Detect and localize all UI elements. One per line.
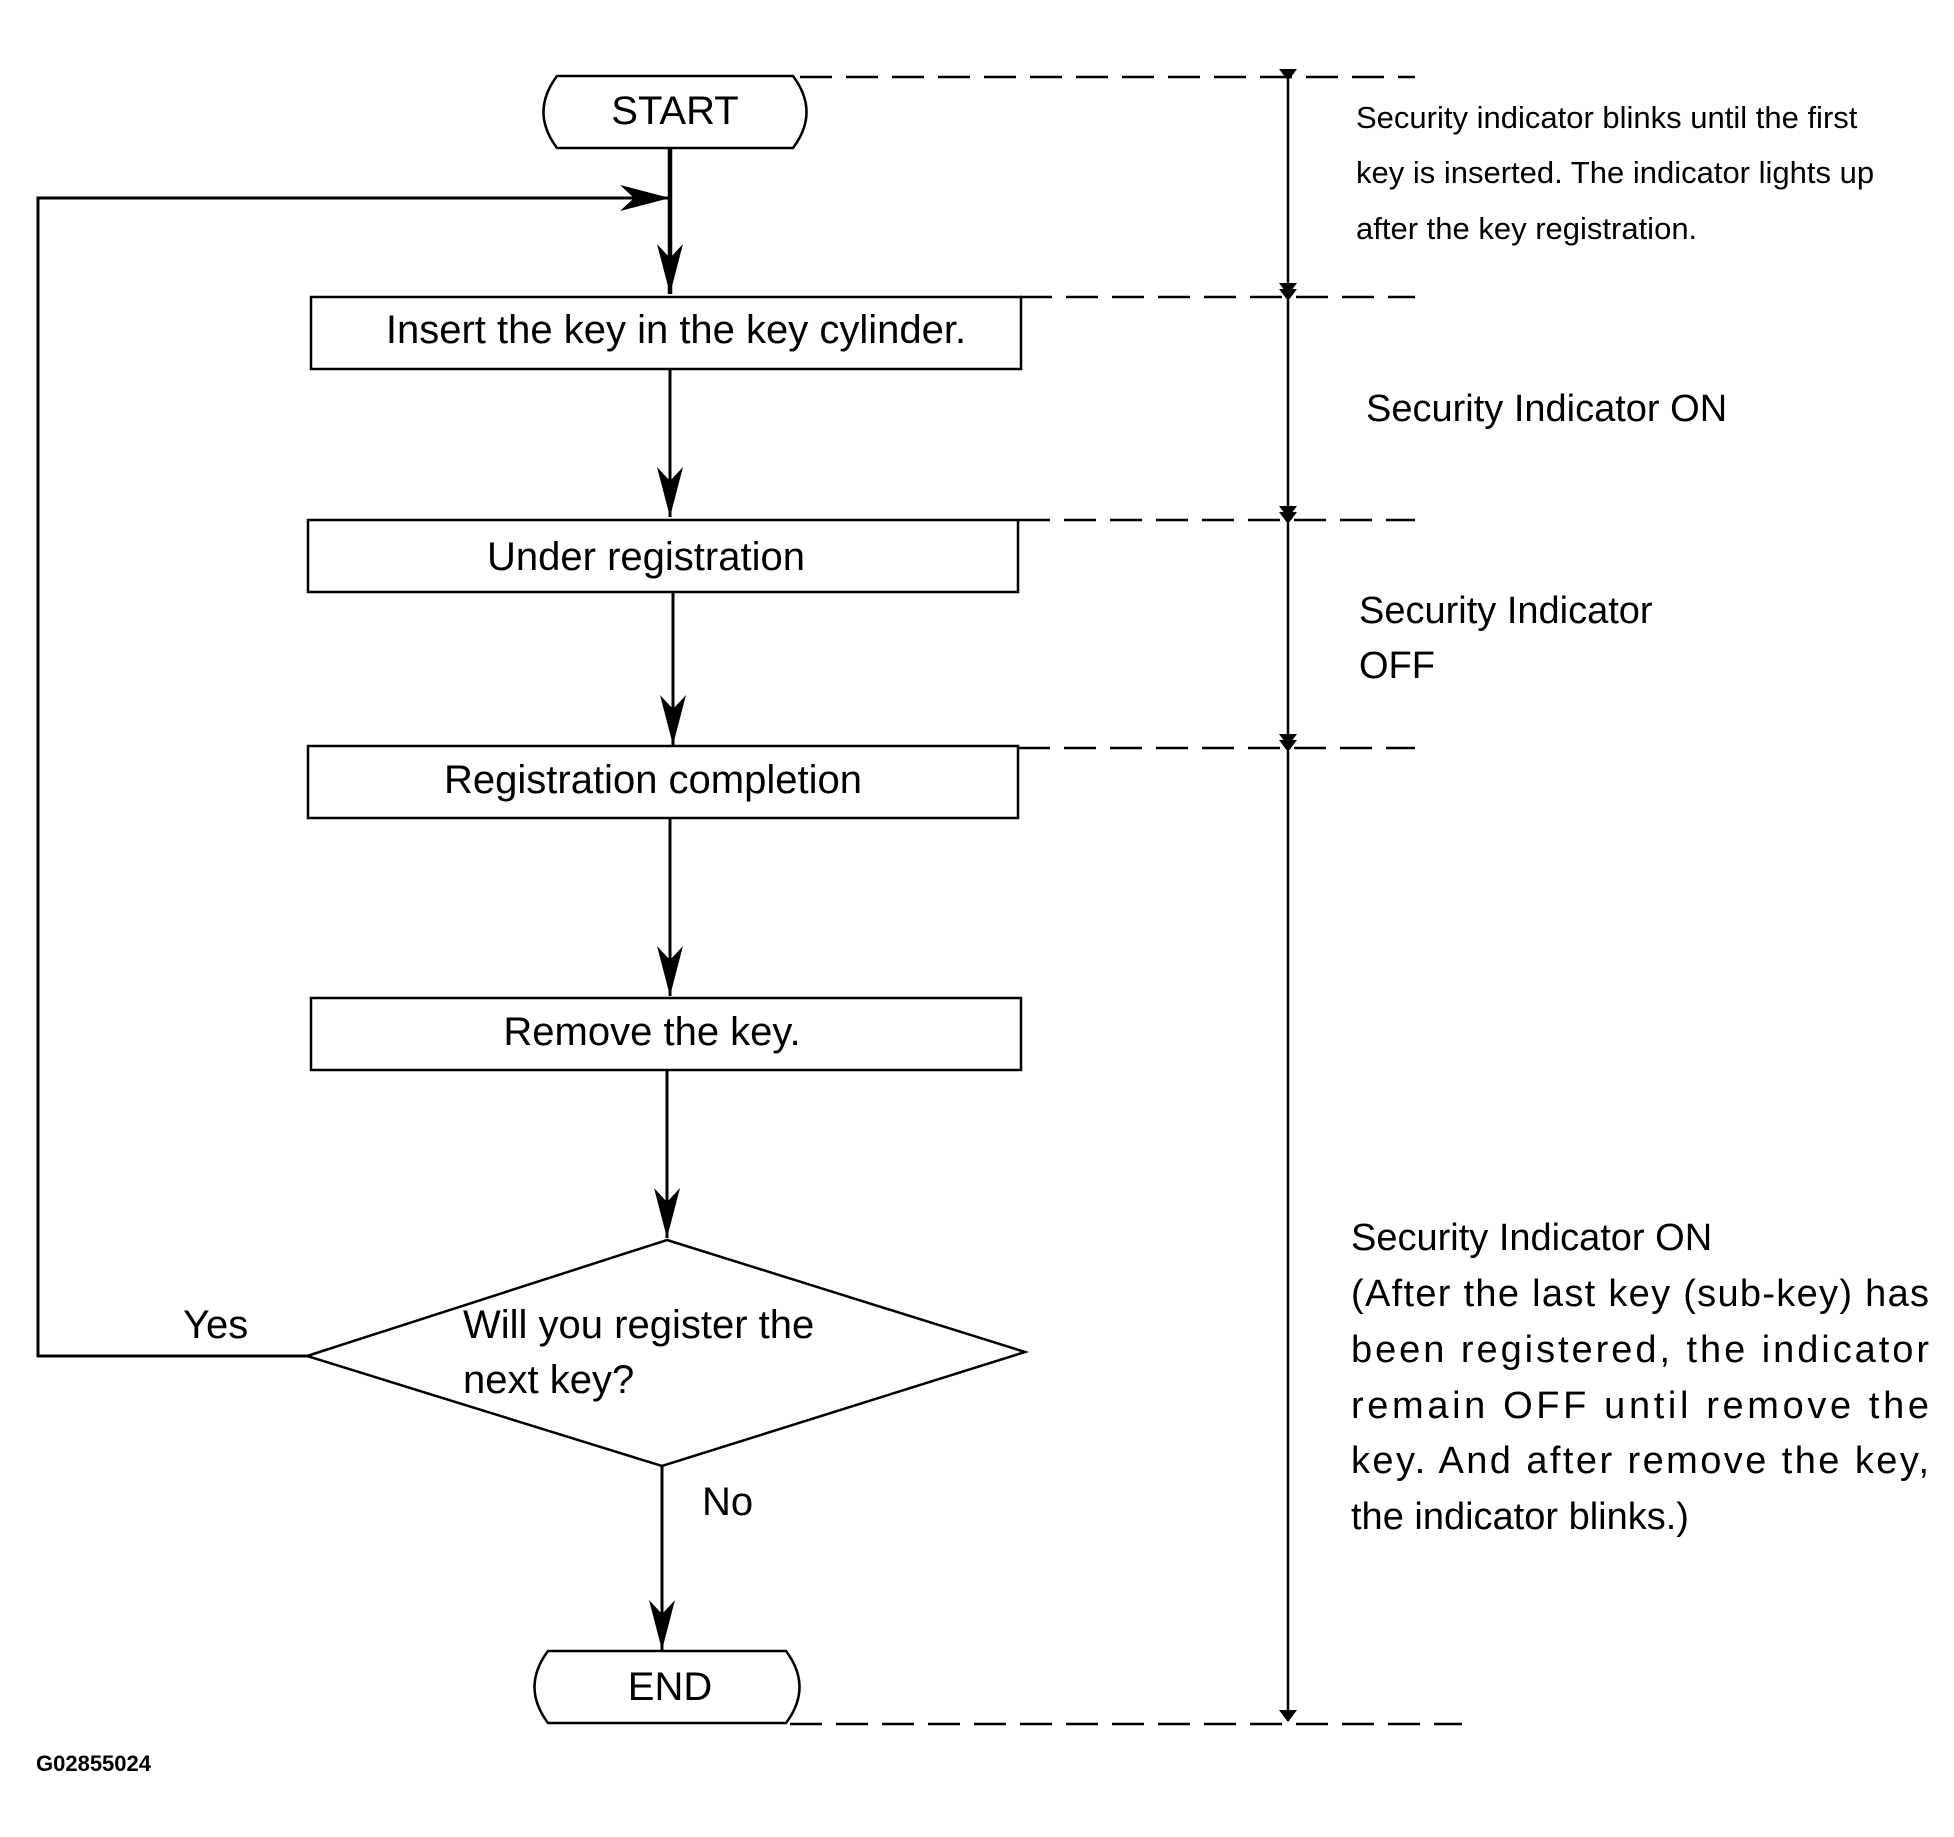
arrow-decision-yes-loop <box>36 185 670 1358</box>
annotation-final-on-line-6: the indicator blinks.) <box>1351 1496 1689 1538</box>
annotation-final-on-line-4: remain OFF until remove the <box>1351 1385 1929 1427</box>
step-insert-key-label: Insert the key in the key cylinder. <box>386 308 966 352</box>
end-label: END <box>628 1665 712 1709</box>
decision-label-line-2: next key? <box>463 1358 634 1402</box>
annotation-final-on-line-2: (After the last key (sub-key) has <box>1351 1273 1929 1315</box>
step-registration-completion: Registration completion <box>306 744 1020 820</box>
annotation-indicator-off: Security Indicator OFF <box>1359 590 1653 687</box>
annotation-final-on-line-1: Security Indicator ON <box>1351 1217 1712 1259</box>
annotation-indicator-off-line-1: Security Indicator <box>1359 590 1653 632</box>
annotation-blinking: Security indicator blinks until the firs… <box>1356 100 1874 246</box>
step-under-registration-label: Under registration <box>487 535 805 579</box>
annotation-indicator-off-line-2: OFF <box>1359 645 1435 687</box>
annotation-blinking-line-3: after the key registration. <box>1356 211 1697 246</box>
annotation-blinking-line-1: Security indicator blinks until the firs… <box>1356 100 1858 135</box>
flow-connectors <box>36 145 686 1650</box>
step-insert-key: Insert the key in the key cylinder. <box>309 295 1023 371</box>
annotation-blinking-line-2: key is inserted. The indicator lights up <box>1356 155 1874 190</box>
start-terminal: START <box>542 74 808 150</box>
end-terminal: END <box>533 1649 801 1725</box>
start-label: START <box>611 89 738 133</box>
annotation-final-on: Security Indicator ON (After the last ke… <box>1351 1217 1929 1538</box>
step-remove-key-label: Remove the key. <box>503 1010 800 1054</box>
dashed-reference-lines <box>790 75 1462 1726</box>
decision-register-next-key: Will you register the next key? <box>302 1238 1030 1468</box>
figure-code: G02855024 <box>36 1751 152 1776</box>
annotation-final-on-line-3: been registered, the indicator <box>1351 1329 1929 1371</box>
decision-label-line-1: Will you register the <box>463 1303 814 1347</box>
step-registration-completion-label: Registration completion <box>444 758 862 802</box>
step-remove-key: Remove the key. <box>309 996 1023 1072</box>
step-under-registration: Under registration <box>306 518 1020 594</box>
annotation-indicator-on: Security Indicator ON <box>1366 388 1727 430</box>
edge-label-no: No <box>702 1480 753 1524</box>
edge-label-yes: Yes <box>183 1303 248 1347</box>
annotation-final-on-line-5: key. And after remove the key, <box>1351 1440 1929 1482</box>
